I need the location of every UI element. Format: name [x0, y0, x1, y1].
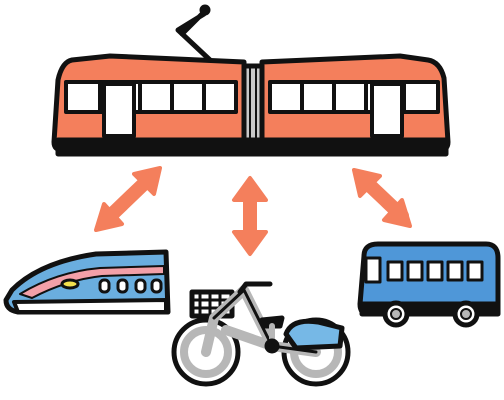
tram-right-window-strip — [268, 80, 440, 114]
bus-window — [406, 260, 424, 282]
bicycle-seat — [259, 315, 285, 329]
arrow-tram-bicycle — [232, 176, 268, 256]
tram-pantograph — [175, 7, 213, 63]
bicycle-rear-wheel — [171, 317, 241, 387]
arrow-tram-train — [94, 166, 162, 232]
bus-window — [446, 260, 464, 282]
tram-underbody — [55, 137, 449, 157]
tram-left-door — [102, 82, 136, 138]
tram-icon — [51, 4, 451, 157]
bus-window — [466, 260, 484, 282]
tram-bellows — [241, 63, 265, 149]
bullet-train-headlight — [60, 278, 80, 290]
arrow-tram-bus — [352, 168, 412, 228]
bullet-train-lower — [12, 298, 168, 314]
bullet-train-window — [116, 278, 129, 294]
bus-window — [426, 260, 444, 282]
bus-underbody — [359, 301, 501, 317]
bullet-train-icon — [3, 249, 171, 315]
bicycle-icon — [171, 281, 351, 387]
bullet-train-stripe — [19, 265, 165, 299]
bullet-train-window — [134, 278, 147, 294]
bicycle-rear-carrier — [283, 318, 345, 351]
tram-left-window-strip — [64, 80, 238, 114]
bicycle-handlebar — [237, 281, 273, 295]
tram-right-door — [370, 82, 404, 138]
bus-window — [386, 260, 404, 282]
bullet-train-window — [150, 278, 163, 294]
bus-windshield — [364, 256, 382, 284]
bullet-train-window — [98, 278, 111, 294]
bus-icon — [357, 241, 501, 328]
